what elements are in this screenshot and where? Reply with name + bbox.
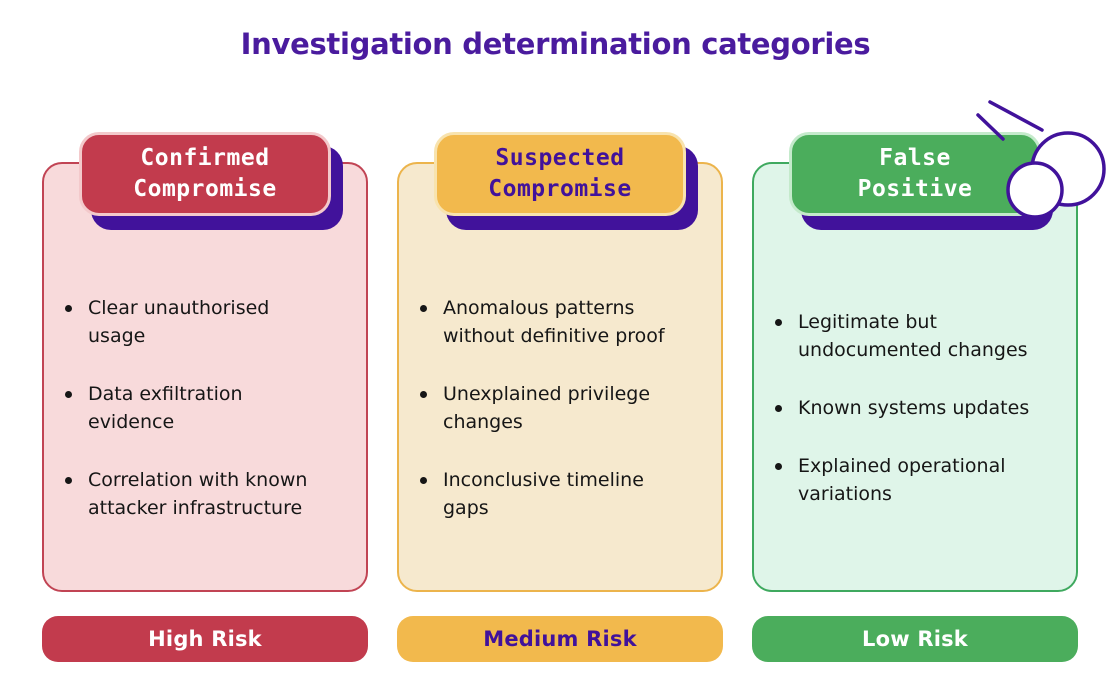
column-false-positive: False Positive Legitimate but undocument… [752,132,1078,662]
bullet-list: Anomalous patterns without definitive pr… [417,294,711,522]
category-header-label: Confirmed Compromise [79,132,331,216]
category-header-label: False Positive [789,132,1041,216]
list-item: Correlation with known attacker infrastr… [62,466,356,522]
category-card: Clear unauthorised usage Data exfiltrati… [42,162,368,592]
risk-badge-medium: Medium Risk [397,616,723,662]
category-card: Legitimate but undocumented changes Know… [752,162,1078,592]
category-card: Anomalous patterns without definitive pr… [397,162,723,592]
list-item: Legitimate but undocumented changes [772,308,1066,364]
page-title: Investigation determination categories [240,27,871,61]
list-item: Explained operational variations [772,452,1066,508]
comet-tail-long-line [988,100,1044,132]
risk-badge-low: Low Risk [752,616,1078,662]
list-item: Clear unauthorised usage [62,294,356,350]
list-item: Known systems updates [772,394,1066,422]
list-item: Unexplained privilege changes [417,380,711,436]
list-item: Anomalous patterns without definitive pr… [417,294,711,350]
column-suspected-compromise: Suspected Compromise Anomalous patterns … [397,132,723,662]
header-suspected-compromise: Suspected Compromise [434,132,698,230]
risk-badge-high: High Risk [42,616,368,662]
column-confirmed-compromise: Confirmed Compromise Clear unauthorised … [42,132,368,662]
infographic-root: Investigation determination categories C… [0,27,1111,662]
bullet-list: Legitimate but undocumented changes Know… [772,308,1066,508]
list-item: Data exfiltration evidence [62,380,356,436]
category-columns: Confirmed Compromise Clear unauthorised … [42,132,1078,662]
bullet-list: Clear unauthorised usage Data exfiltrati… [62,294,356,522]
list-item: Inconclusive timeline gaps [417,466,711,522]
header-false-positive: False Positive [789,132,1053,230]
category-header-label: Suspected Compromise [434,132,686,216]
header-confirmed-compromise: Confirmed Compromise [79,132,343,230]
